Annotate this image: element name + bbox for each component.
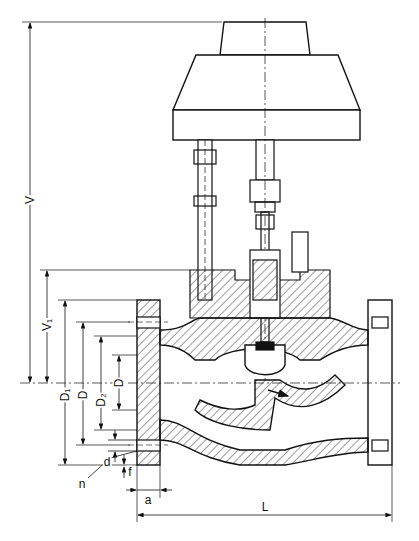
dimension-label: n [78,478,87,491]
dimension-label: D₁ [59,388,72,403]
dimension-label: a [144,494,153,507]
dimension-label: D [113,378,126,389]
dimension-label: D [77,390,90,401]
dimension-label: V₁ [41,318,54,332]
dimension-label: d [103,456,112,469]
dimension-label: V [24,195,37,205]
dimension-label: f [127,466,132,479]
dimension-label: D₂ [95,392,108,407]
dimension-label: L [261,501,270,514]
